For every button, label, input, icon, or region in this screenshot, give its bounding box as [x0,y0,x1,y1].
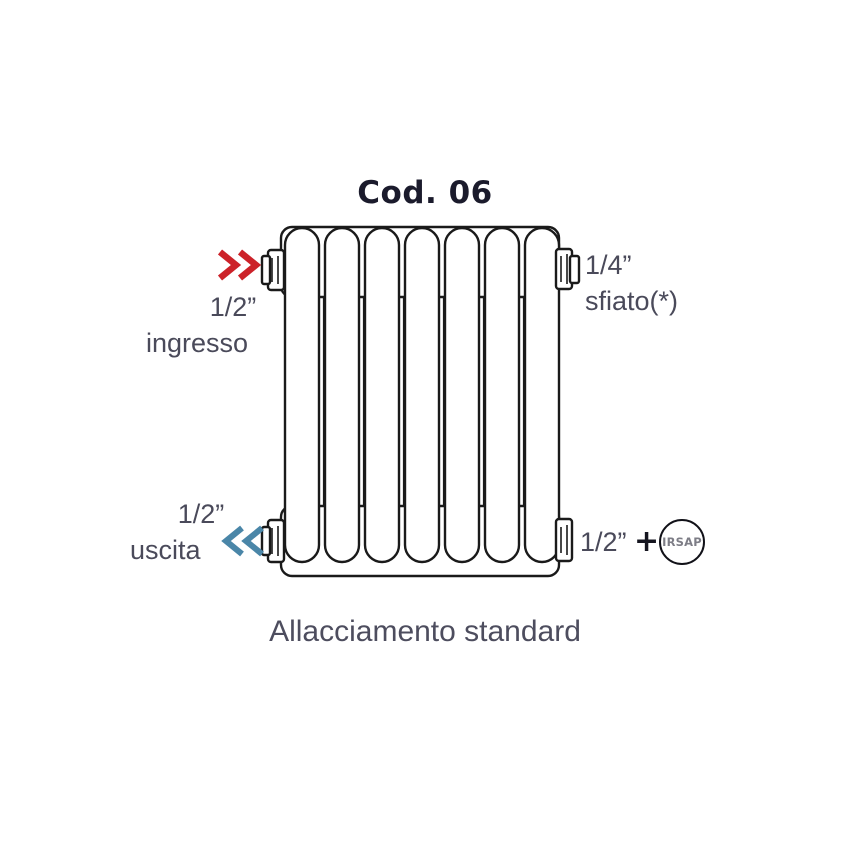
radiator-front-columns [283,226,561,564]
return-size-label: 1/2” [580,527,627,557]
return-connector-fitting [554,517,574,563]
outlet-flow-arrow [220,524,266,563]
vent-connector-fitting [554,247,581,291]
outlet-name-label: uscita [130,535,201,565]
irsap-logo-text: IRSAP [662,535,702,549]
irsap-logo: IRSAP [659,519,705,565]
diagram-caption: Allacciamento standard [269,615,581,648]
inlet-connector-fitting [260,248,286,292]
outlet-size-label: 1/2” [177,499,225,529]
double-chevron-right-icon [217,249,262,281]
page-title: Cod. 06 [357,175,493,211]
radiator-body [260,225,581,578]
double-chevron-left-icon [221,525,264,557]
vent-name-label: sfiato(*) [585,286,679,316]
vent-size-label: 1/4” [585,250,632,280]
inlet-size-label: 1/2” [209,292,257,322]
inlet-flow-arrow [216,248,262,287]
plus-sign-label: + [634,524,660,559]
outlet-connector-fitting [260,518,286,564]
inlet-name-label: ingresso [145,328,249,358]
